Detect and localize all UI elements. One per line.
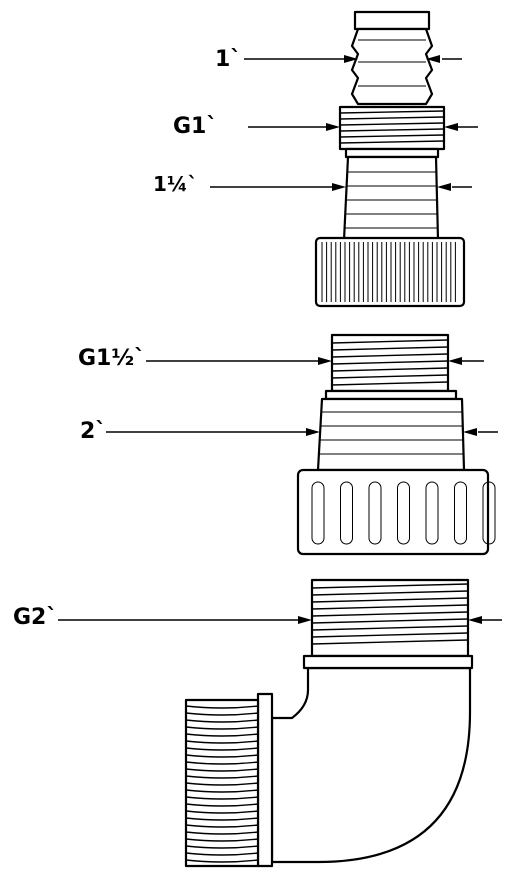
thread-line [185, 768, 259, 772]
thread-line [185, 761, 259, 765]
thread-line [185, 796, 259, 800]
thread-line [185, 859, 259, 863]
thread-line [185, 719, 259, 723]
thread-line [185, 845, 259, 849]
thread-line [311, 639, 469, 645]
thread-line [185, 824, 259, 828]
nut-rib [340, 481, 353, 545]
thread-line [185, 740, 259, 744]
label-hose-1: 1` [215, 47, 242, 72]
thread-line [185, 775, 259, 779]
thread-line [185, 747, 259, 751]
label-thread-g1-1-2: G1½` [78, 346, 146, 371]
leader-lines [58, 55, 502, 624]
nut-rib [368, 481, 382, 545]
thread-line [185, 810, 259, 814]
thread-line [185, 803, 259, 807]
thread-line [185, 733, 259, 737]
thread-line [185, 782, 259, 786]
thread-line [311, 604, 469, 610]
thread-line [311, 632, 469, 638]
elbow-fitting [184, 578, 474, 868]
thread-line [311, 618, 469, 624]
label-thread-g1: G1` [173, 114, 218, 139]
thread-line [185, 852, 259, 856]
thread-line [311, 611, 469, 617]
nut-rib [397, 481, 410, 545]
thread-line [185, 789, 259, 793]
nut-knurling [321, 242, 456, 302]
nut-rib [311, 481, 325, 545]
middle-adapter [296, 333, 496, 556]
thread-line [311, 590, 469, 596]
label-thread-g2: G2` [13, 605, 58, 630]
side-thread-lines [185, 705, 259, 863]
thread-line [311, 625, 469, 631]
upper-adapter [314, 10, 466, 308]
thread-line [185, 726, 259, 730]
g1-1-2-thread-lines [331, 339, 449, 386]
label-hose-1-1-4: 1¼` [153, 172, 198, 196]
g2-thread-lines [311, 583, 469, 645]
thread-line [185, 705, 259, 709]
label-hose-2: 2` [80, 419, 107, 444]
nut-rib [454, 481, 467, 545]
thread-line [311, 597, 469, 603]
thread-line [185, 838, 259, 842]
nut-rib [482, 481, 496, 545]
thread-line [185, 712, 259, 716]
nut-ribs [311, 481, 496, 545]
thread-line [185, 831, 259, 835]
thread-line [185, 817, 259, 821]
nut-rib [425, 481, 439, 545]
thread-line [311, 583, 469, 589]
thread-line [185, 754, 259, 758]
g1-thread-lines [339, 110, 445, 144]
